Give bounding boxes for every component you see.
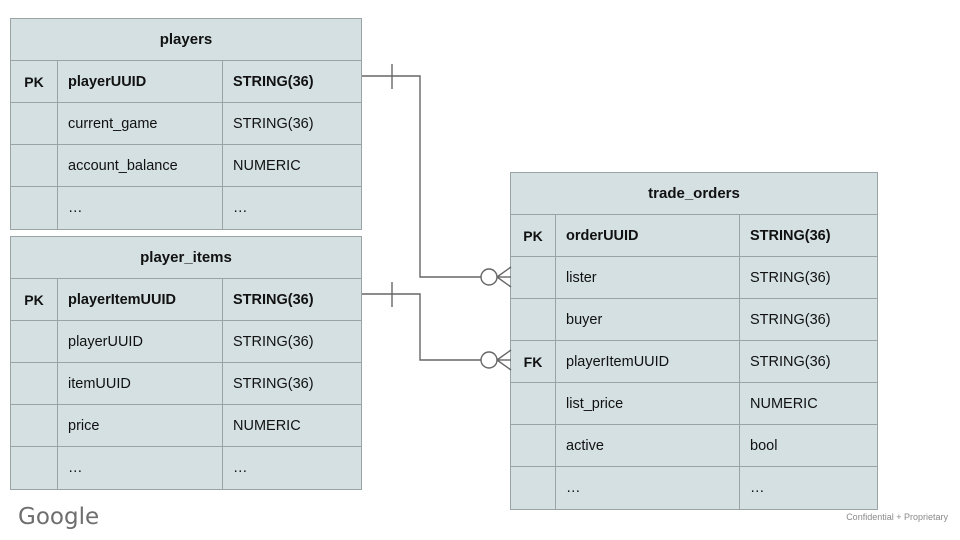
table-row[interactable]: … … [511, 467, 877, 509]
table-row[interactable]: playerUUID STRING(36) [11, 321, 361, 363]
row-key-badge [11, 363, 58, 404]
row-field-type: … [750, 480, 765, 496]
row-key-badge: PK [511, 215, 556, 256]
row-field-type: … [233, 200, 248, 216]
table-row[interactable]: price NUMERIC [11, 405, 361, 447]
cardinality-many-icon [496, 349, 512, 371]
table-row[interactable]: PK orderUUID STRING(36) [511, 215, 877, 257]
row-field-name: current_game [58, 103, 223, 144]
row-field-type: NUMERIC [233, 157, 301, 174]
row-field-name: price [58, 405, 223, 446]
row-field-type: STRING(36) [233, 115, 314, 132]
row-field-type: STRING(36) [233, 291, 314, 308]
connector-line [362, 75, 481, 278]
row-key-badge: PK [11, 61, 58, 102]
row-field-type: STRING(36) [233, 375, 314, 392]
row-field-name: … [58, 447, 223, 489]
row-field-type: STRING(36) [750, 227, 831, 244]
row-key-badge [11, 321, 58, 362]
row-field-type: … [233, 460, 248, 476]
row-field-name: buyer [556, 299, 740, 340]
row-field-name: playerItemUUID [58, 279, 223, 320]
relationship-players-to-trade-orders[interactable] [362, 64, 512, 288]
row-field-name: active [556, 425, 740, 466]
table-row[interactable]: list_price NUMERIC [511, 383, 877, 425]
row-key-badge [11, 405, 58, 446]
row-field-name: itemUUID [58, 363, 223, 404]
table-row[interactable]: account_balance NUMERIC [11, 145, 361, 187]
table-row[interactable]: current_game STRING(36) [11, 103, 361, 145]
table-row[interactable]: … … [11, 187, 361, 229]
table-row[interactable]: PK playerUUID STRING(36) [11, 61, 361, 103]
row-field-type: STRING(36) [750, 269, 831, 286]
row-key-badge [511, 425, 556, 466]
row-field-name: playerUUID [58, 61, 223, 102]
table-row[interactable]: PK playerItemUUID STRING(36) [11, 279, 361, 321]
cardinality-many-icon [496, 266, 512, 288]
table-row[interactable]: active bool [511, 425, 877, 467]
row-field-type: STRING(36) [750, 353, 831, 370]
connector-line [362, 293, 481, 361]
row-key-badge [511, 257, 556, 298]
relationship-player-items-to-trade-orders[interactable] [362, 282, 512, 371]
row-field-name: orderUUID [556, 215, 740, 256]
table-row[interactable]: buyer STRING(36) [511, 299, 877, 341]
cardinality-zero-icon [480, 268, 498, 286]
row-field-name: playerItemUUID [556, 341, 740, 382]
row-key-badge [11, 447, 58, 489]
row-field-name: list_price [556, 383, 740, 424]
row-key-badge: PK [11, 279, 58, 320]
google-logo: Google [18, 504, 100, 530]
row-field-type: STRING(36) [233, 73, 314, 90]
table-row[interactable]: … … [11, 447, 361, 489]
row-field-name: account_balance [58, 145, 223, 186]
row-key-badge [511, 467, 556, 509]
row-key-badge [11, 145, 58, 186]
confidentiality-notice: Confidential + Proprietary [846, 512, 948, 522]
row-field-type: bool [750, 437, 778, 454]
cardinality-zero-icon [480, 351, 498, 369]
entity-title-trade-orders: trade_orders [511, 173, 877, 215]
row-field-name: … [556, 467, 740, 509]
row-field-name: lister [556, 257, 740, 298]
row-key-badge: FK [511, 341, 556, 382]
row-key-badge [11, 103, 58, 144]
row-field-name: playerUUID [58, 321, 223, 362]
row-field-name: … [58, 187, 223, 229]
entity-table-players[interactable]: players PK playerUUID STRING(36) current… [10, 18, 362, 230]
row-field-type: NUMERIC [750, 395, 818, 412]
entity-table-player-items[interactable]: player_items PK playerItemUUID STRING(36… [10, 236, 362, 490]
row-field-type: STRING(36) [750, 311, 831, 328]
entity-table-trade-orders[interactable]: trade_orders PK orderUUID STRING(36) lis… [510, 172, 878, 510]
row-field-type: STRING(36) [233, 333, 314, 350]
row-key-badge [11, 187, 58, 229]
entity-title-player-items: player_items [11, 237, 361, 279]
table-row[interactable]: FK playerItemUUID STRING(36) [511, 341, 877, 383]
table-row[interactable]: lister STRING(36) [511, 257, 877, 299]
row-key-badge [511, 299, 556, 340]
table-row[interactable]: itemUUID STRING(36) [11, 363, 361, 405]
row-field-type: NUMERIC [233, 417, 301, 434]
row-key-badge [511, 383, 556, 424]
entity-title-players: players [11, 19, 361, 61]
